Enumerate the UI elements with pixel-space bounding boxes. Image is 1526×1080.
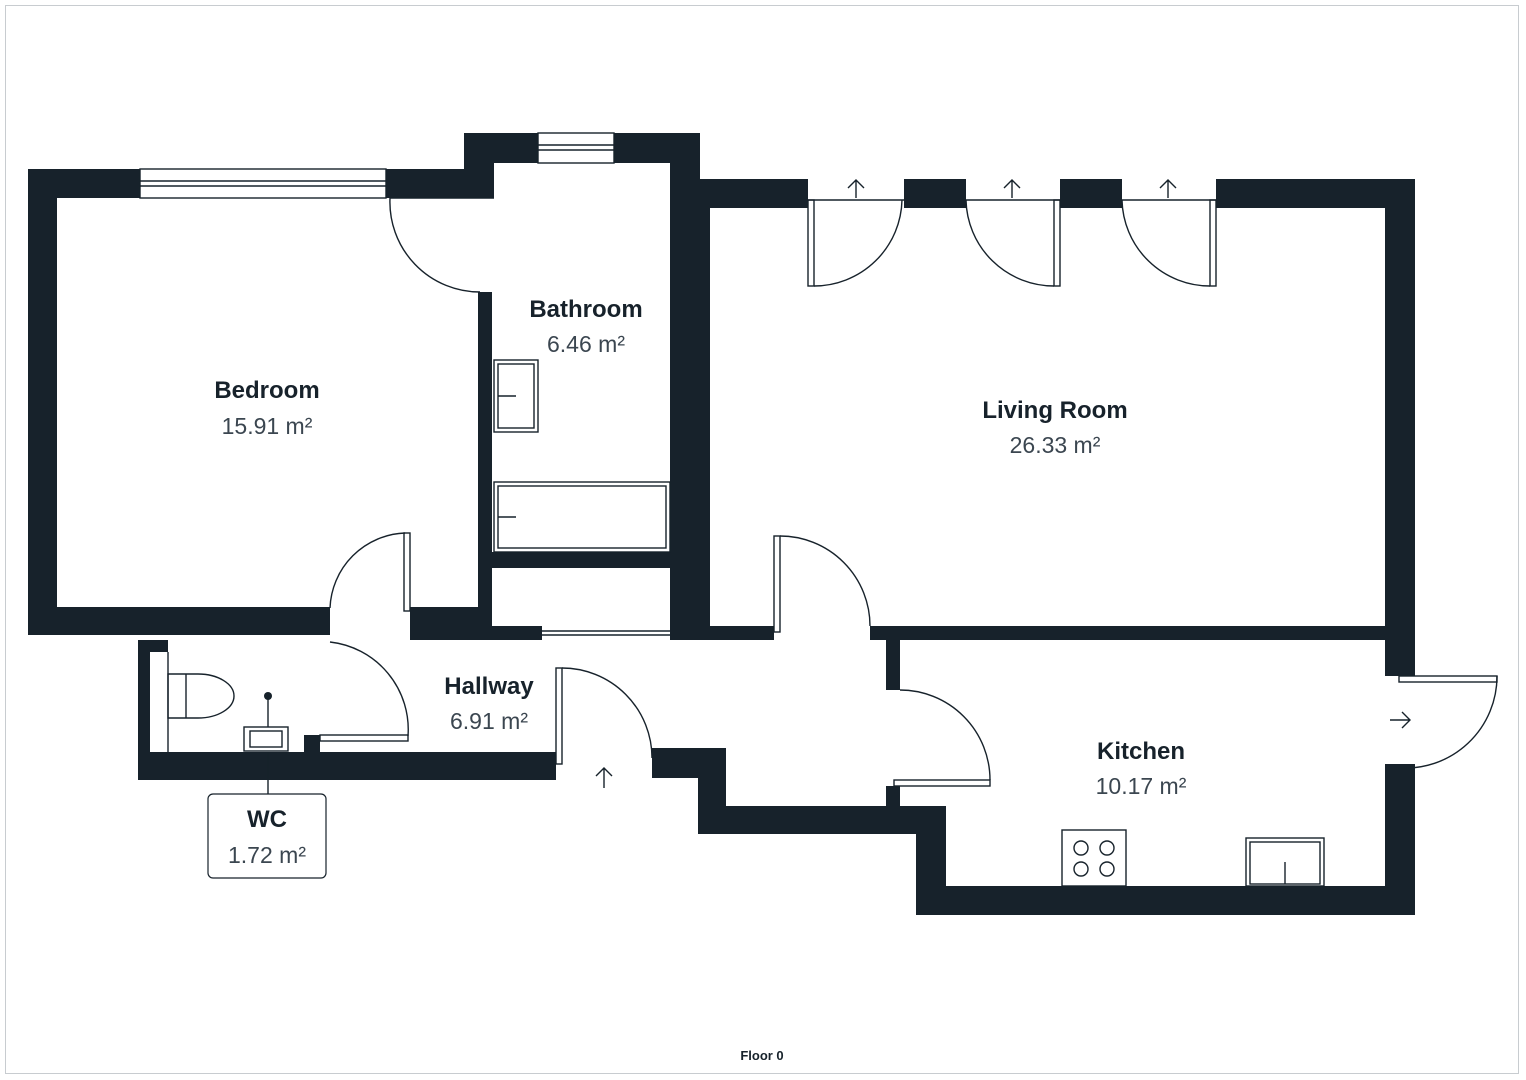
hob-icon (1061, 829, 1127, 887)
room-area-bathroom: 6.46 m² (547, 331, 625, 357)
room-area-hallway: 6.91 m² (450, 708, 528, 734)
room-name-bathroom: Bathroom (529, 296, 642, 323)
page-frame (5, 5, 1519, 1074)
toilet-icon (167, 652, 235, 752)
room-area-bedroom: 15.91 m² (222, 413, 313, 439)
kitchen-sink-icon (1245, 837, 1325, 887)
room-area-kitchen: 10.17 m² (1096, 773, 1187, 799)
bathroom-sink-icon (493, 359, 539, 433)
room-name-wc: WC (247, 806, 287, 833)
entry-arrow-icon (595, 179, 1411, 788)
walls (28, 133, 1415, 915)
floor-label: Floor 0 (740, 1048, 783, 1063)
room-name-hallway: Hallway (444, 673, 534, 700)
wc-callout-box (207, 793, 327, 879)
bathtub-icon (493, 481, 671, 553)
door-swing-icon (319, 197, 1498, 787)
sink-icon (243, 692, 289, 752)
window-icon (139, 132, 670, 636)
room-name-bedroom: Bedroom (214, 377, 319, 404)
room-area-wc: 1.72 m² (228, 842, 306, 868)
room-name-living-room: Living Room (982, 397, 1127, 424)
room-name-kitchen: Kitchen (1097, 738, 1185, 765)
room-area-living-room: 26.33 m² (1010, 432, 1101, 458)
